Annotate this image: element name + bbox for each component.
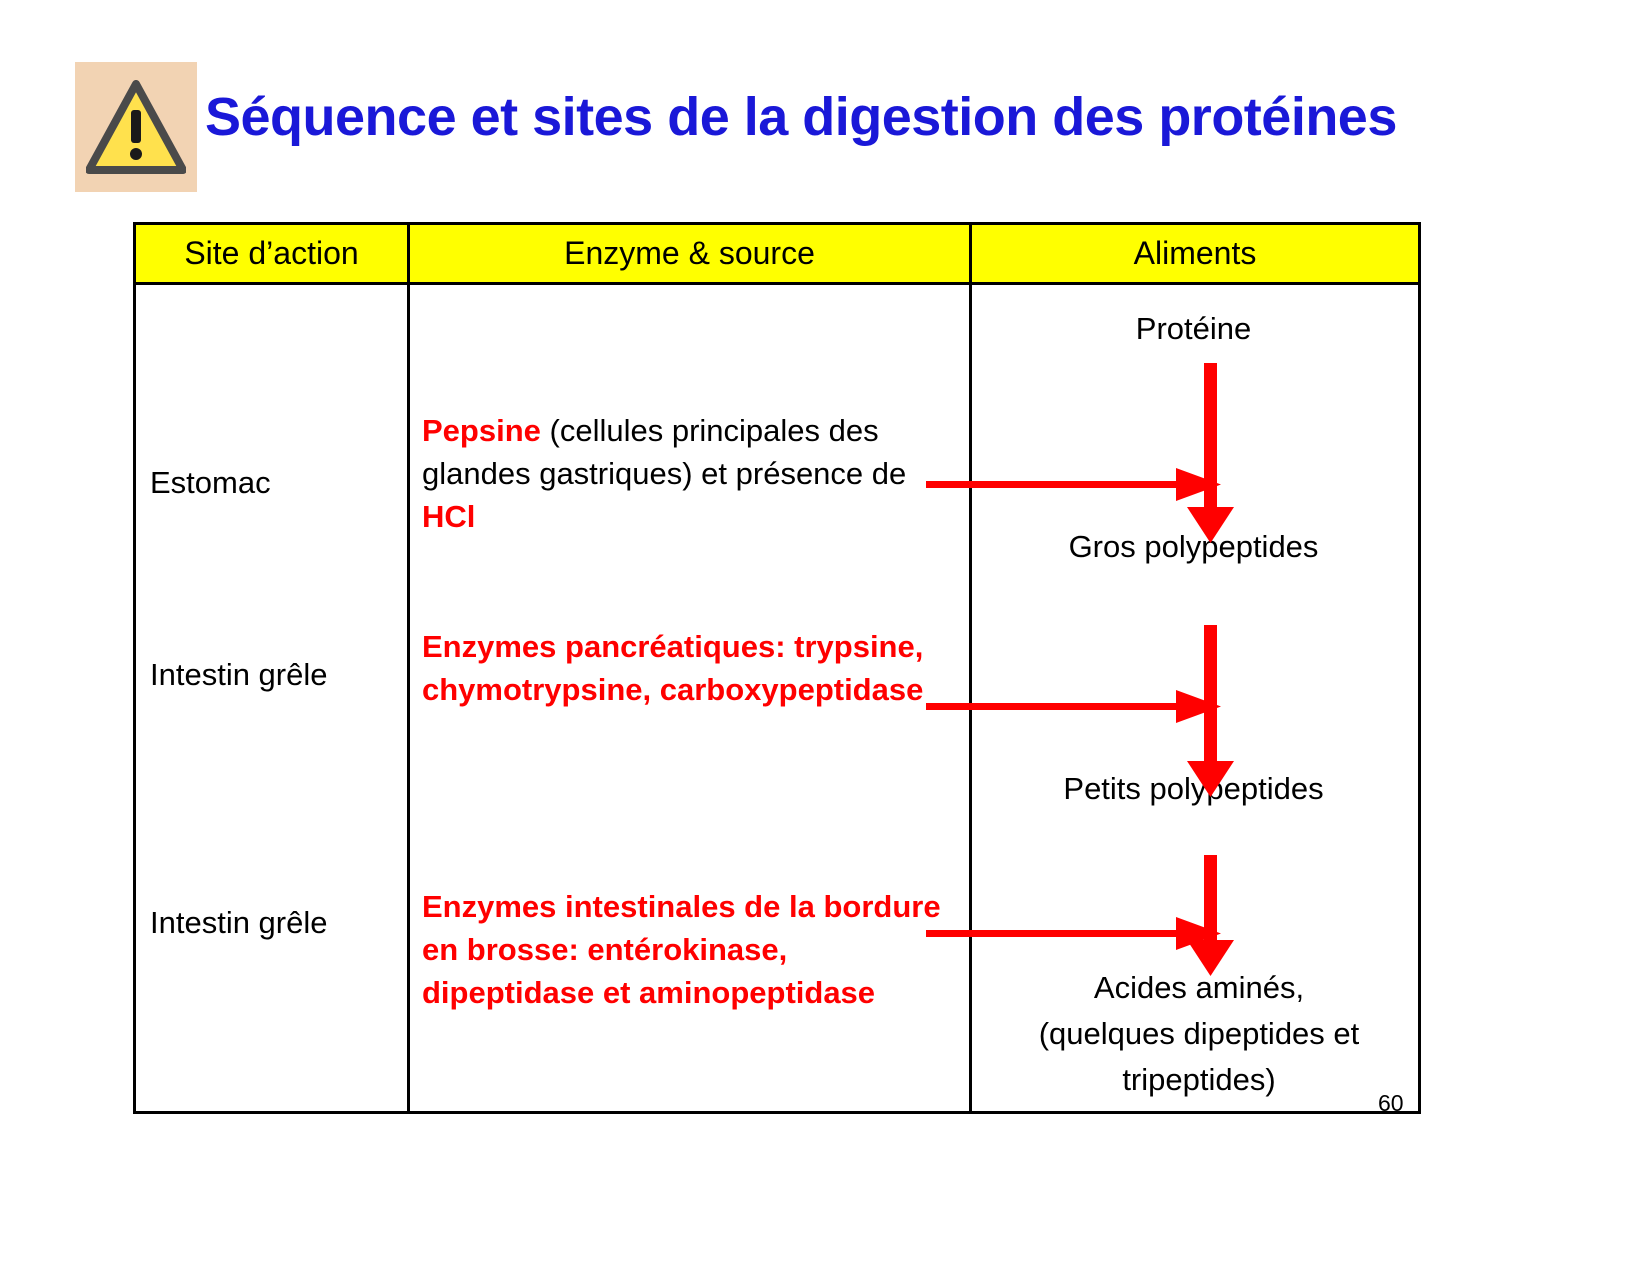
column-header-site: Site d’action: [184, 235, 359, 271]
flow-step-line: tripeptides): [1122, 1062, 1276, 1097]
flow-step-label: Protéine: [1135, 311, 1252, 346]
table-row: Pepsine (cellules principales des glande…: [422, 409, 962, 538]
table-row: Estomac: [150, 465, 271, 500]
horizontal-arrow-1: [926, 468, 1221, 501]
table-row: Enzymes pancréatiques: trypsine, chymotr…: [422, 629, 924, 707]
flow-arrows: [926, 363, 1234, 976]
horizontal-arrow-3: [926, 917, 1221, 950]
column-header-enzyme: Enzyme & source: [407, 225, 969, 282]
table-row: Enzymes intestinales de la bordure en br…: [422, 889, 941, 1010]
table-header-row: Site d’action Enzyme & source Aliments: [136, 225, 1418, 285]
table-row: Intestin grêle: [150, 905, 328, 940]
warning-badge: [75, 62, 197, 192]
flow-step-label: Petits polypeptides: [1063, 771, 1324, 806]
column-divider-1: [407, 285, 410, 1111]
enzyme-name: Pepsine: [422, 413, 541, 448]
table-body: Estomac Intestin grêle Intestin grêle Pe…: [136, 285, 1418, 1116]
digestion-table: Site d’action Enzyme & source Aliments E…: [133, 222, 1421, 1116]
page-number: 60: [1378, 1090, 1404, 1116]
vertical-arrow-1: [1187, 363, 1234, 543]
enzyme-detail: (cellules principales des glandes gastri…: [422, 413, 907, 491]
vertical-arrow-2: [1187, 625, 1234, 797]
flow-step-line: Acides aminés,: [1093, 970, 1305, 1005]
table-row: Intestin grêle: [150, 657, 328, 692]
flow-step-label: Acides aminés, (quelques dipeptides et t…: [969, 965, 1429, 1103]
flow-step-line: (quelques dipeptides et: [1038, 1016, 1360, 1051]
horizontal-arrow-2: [926, 690, 1221, 723]
page-title: Séquence et sites de la digestion des pr…: [205, 87, 1397, 147]
column-divider-2: [969, 285, 972, 1111]
vertical-arrow-3: [1187, 855, 1234, 976]
acid-name: HCl: [422, 499, 476, 534]
column-header-aliments: Aliments: [969, 225, 1418, 282]
flow-step-label: Gros polypeptides: [1068, 529, 1319, 564]
slide-header: Séquence et sites de la digestion des pr…: [0, 62, 1650, 192]
